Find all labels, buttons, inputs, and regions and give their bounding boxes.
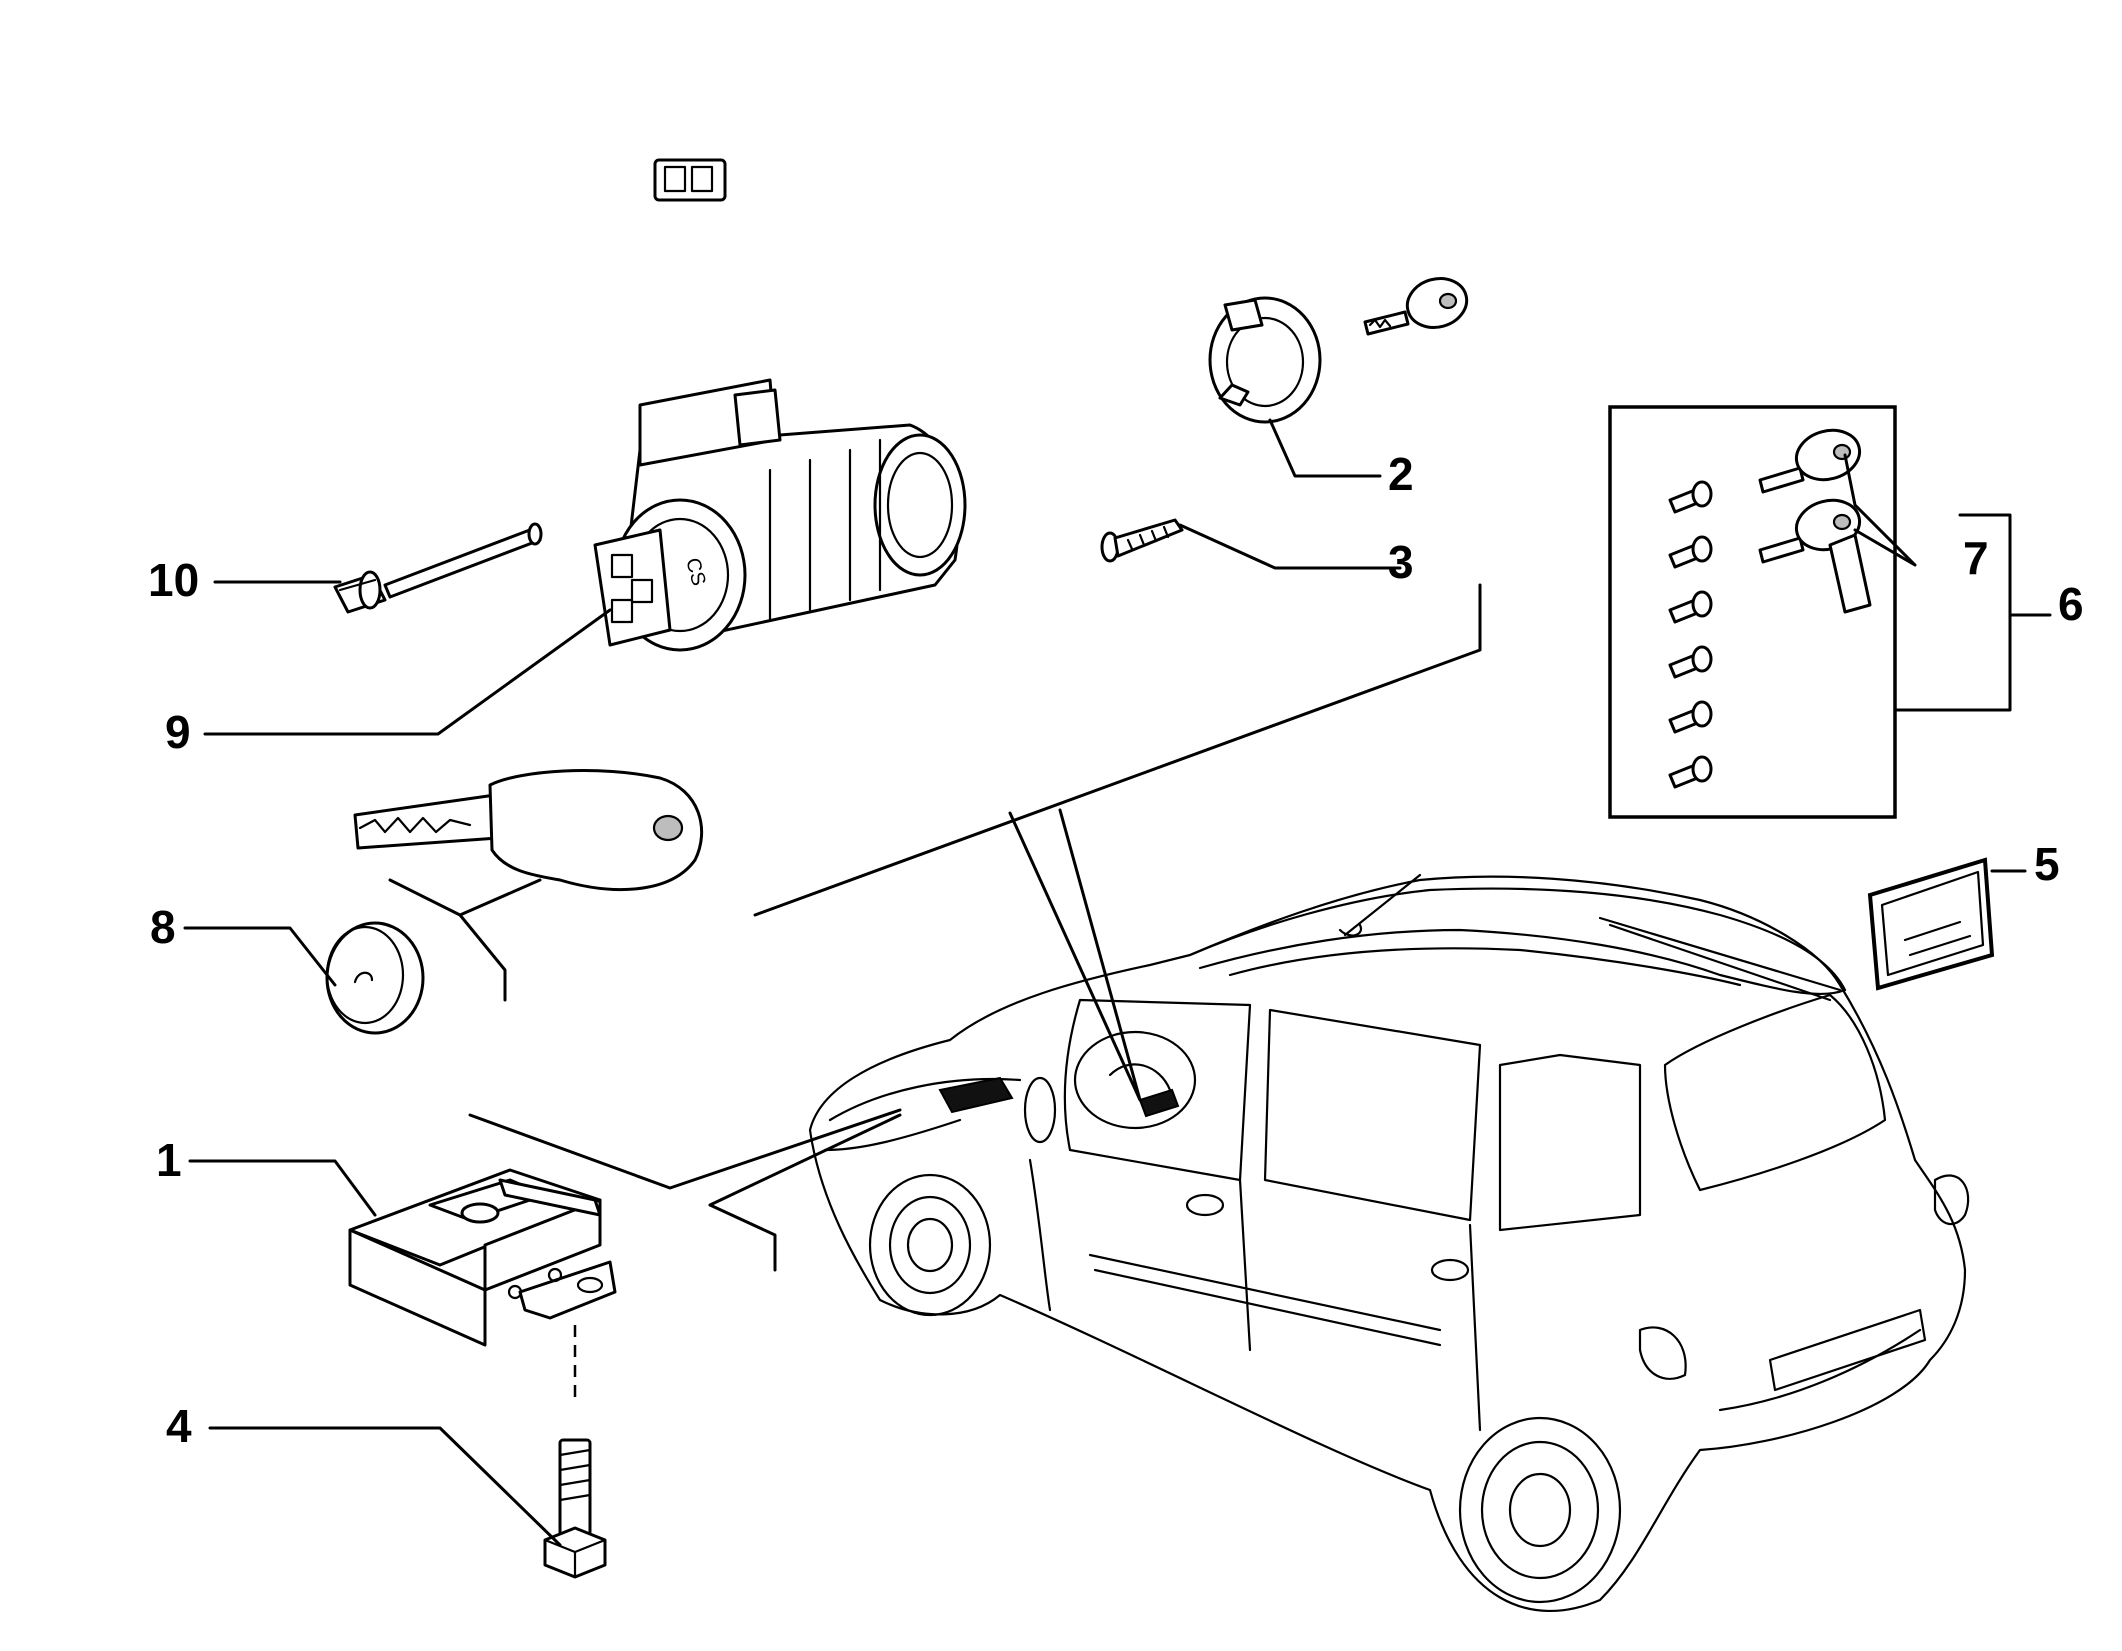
lock-kit-box	[1608, 405, 1897, 819]
code-card	[1867, 857, 1995, 991]
callout-2: 2	[1388, 448, 1414, 500]
callout-1: 1	[156, 1134, 182, 1186]
rubber-cap	[325, 921, 425, 1035]
callout-10: 10	[148, 554, 199, 606]
leader-lines	[183, 418, 2052, 1547]
ignition-key-icon	[353, 769, 704, 892]
immobilizer-antenna-cable	[653, 158, 1322, 424]
callout-5: 5	[2034, 838, 2060, 890]
hex-bolt	[543, 1438, 607, 1579]
key-icon	[1758, 498, 1872, 614]
callout-7: 7	[1963, 532, 1989, 584]
immobilizer-control-unit	[348, 1168, 617, 1347]
ignition-switch: CS	[593, 378, 967, 652]
lock-cylinders	[1668, 480, 1713, 789]
long-bolt	[333, 522, 543, 614]
callout-9: 9	[165, 706, 191, 758]
callout-4: 4	[166, 1400, 192, 1452]
callout-3: 3	[1388, 536, 1414, 588]
callout-labels: 1 2 3 4 5 6 7 8 9 10	[148, 448, 2084, 1452]
callout-6: 6	[2058, 578, 2084, 630]
self-tapping-screw	[1100, 518, 1184, 563]
small-key-icon	[1363, 277, 1469, 336]
vehicle-outline	[808, 873, 1970, 1613]
callout-8: 8	[150, 901, 176, 953]
key-icon	[1758, 428, 1862, 494]
